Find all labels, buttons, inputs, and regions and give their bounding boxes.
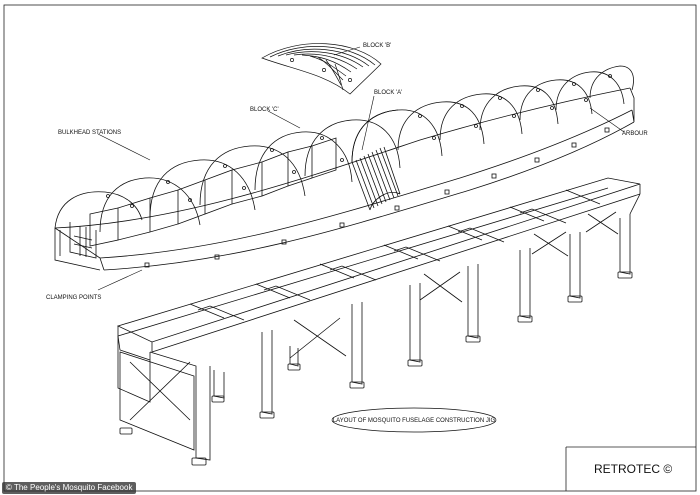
caption-text: LAYOUT OF MOSQUITO FUSELAGE CONSTRUCTION… [333,418,496,424]
label-block-a: BLOCK 'A' [374,90,402,96]
label-arbour: ARBOUR [622,131,648,137]
label-block-b: BLOCK 'B' [363,43,391,49]
leader-lines [97,46,625,291]
arbour-beams [89,137,337,247]
nose-cradle [54,222,101,271]
drawing-border [3,4,697,492]
fuselage-jig [54,65,635,271]
label-block-c: BLOCK 'C' [250,107,279,113]
clamping-slots [144,127,610,268]
support-frame [116,177,641,466]
former-bolt-holes [106,74,612,208]
caption-ellipse [331,407,497,433]
watermark: © The People's Mosquito Facebook [2,482,137,494]
block-a-laminations [351,109,401,211]
label-clamping-points: CLAMPING POINTS [46,295,101,301]
label-bulkhead-stations: BULKHEAD STATIONS [58,130,121,136]
block-b-drawing [261,43,382,95]
title-block-text: RETROTEC © [594,462,672,476]
